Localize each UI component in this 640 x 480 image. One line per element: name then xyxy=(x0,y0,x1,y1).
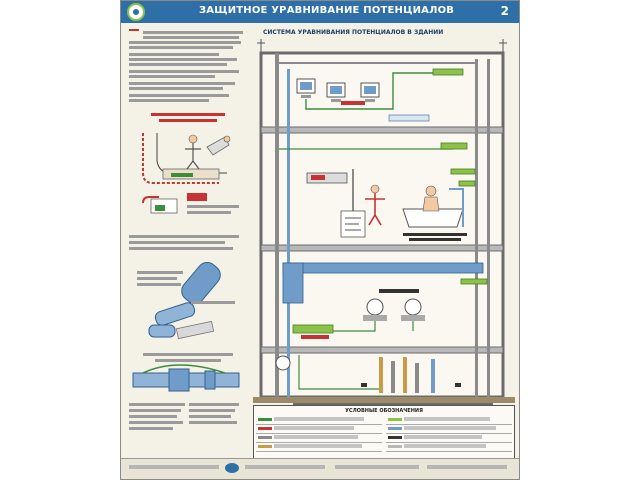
water-meter-bypass xyxy=(132,364,240,392)
ventilation-duct xyxy=(282,262,484,274)
left-column xyxy=(129,27,247,455)
legend-item xyxy=(256,434,382,443)
legend-item xyxy=(256,425,382,434)
ground-level xyxy=(253,397,515,403)
legend-item xyxy=(256,416,382,425)
floor-slab xyxy=(260,346,504,354)
riser-pipe xyxy=(487,59,490,397)
floor-slab xyxy=(260,244,504,252)
pe-conductor xyxy=(305,72,441,110)
legend-item xyxy=(386,425,512,434)
legend-title: УСЛОВНЫЕ ОБОЗНАЧЕНИЯ xyxy=(345,408,423,414)
poster-title: ЗАЩИТНОЕ УРАВНИВАНИЕ ПОТЕНЦИАЛОВ xyxy=(199,5,455,16)
computer-workstations xyxy=(296,78,380,102)
motor-icon xyxy=(404,298,422,316)
sheet-number: 2 xyxy=(500,4,509,18)
meter-icon xyxy=(275,355,291,371)
legend-item xyxy=(256,443,382,452)
bonding-busbar xyxy=(440,142,468,150)
pipe-clamp-illustration xyxy=(137,262,235,340)
bonding-busbar xyxy=(432,68,464,76)
publisher-block xyxy=(149,5,191,19)
poster-footer xyxy=(121,458,519,479)
main-earthing-bar xyxy=(292,324,334,334)
drop-cap-icon xyxy=(129,29,139,31)
logo-icon xyxy=(127,3,145,21)
riser-pipe xyxy=(287,69,290,397)
pe-label-tag xyxy=(341,101,365,105)
shower-detail xyxy=(142,193,239,214)
legend-item xyxy=(386,443,512,452)
publisher-logo-icon xyxy=(225,463,239,473)
floor-slab xyxy=(260,126,504,134)
legend-item xyxy=(386,416,512,425)
building-section-drawing xyxy=(253,39,515,419)
poster-header: ЗАЩИТНОЕ УРАВНИВАНИЕ ПОТЕНЦИАЛОВ 2 xyxy=(121,1,519,23)
building-outline xyxy=(259,51,505,399)
cable-duct xyxy=(388,114,430,122)
left-illustrations xyxy=(129,113,240,430)
riser-pipe xyxy=(275,53,279,397)
poster-sheet: ЗАЩИТНОЕ УРАВНИВАНИЕ ПОТЕНЦИАЛОВ 2 xyxy=(120,0,520,480)
legend-item xyxy=(386,434,512,443)
zone-caption-line xyxy=(151,113,225,116)
legend-panel: УСЛОВНЫЕ ОБОЗНАЧЕНИЯ xyxy=(253,405,515,459)
utility-floor xyxy=(282,262,488,339)
bathroom-scene xyxy=(142,133,231,184)
bathroom-floor xyxy=(279,142,476,241)
diagram-title: СИСТЕМА УРАВНИВАНИЯ ПОТЕНЦИАЛОВ В ЗДАНИИ xyxy=(263,29,444,36)
antenna-icon xyxy=(257,39,507,53)
riser-pipe xyxy=(475,59,478,397)
motor-icon xyxy=(366,298,384,316)
building-diagram: СИСТЕМА УРАВНИВАНИЯ ПОТЕНЦИАЛОВ В ЗДАНИИ xyxy=(253,27,515,425)
